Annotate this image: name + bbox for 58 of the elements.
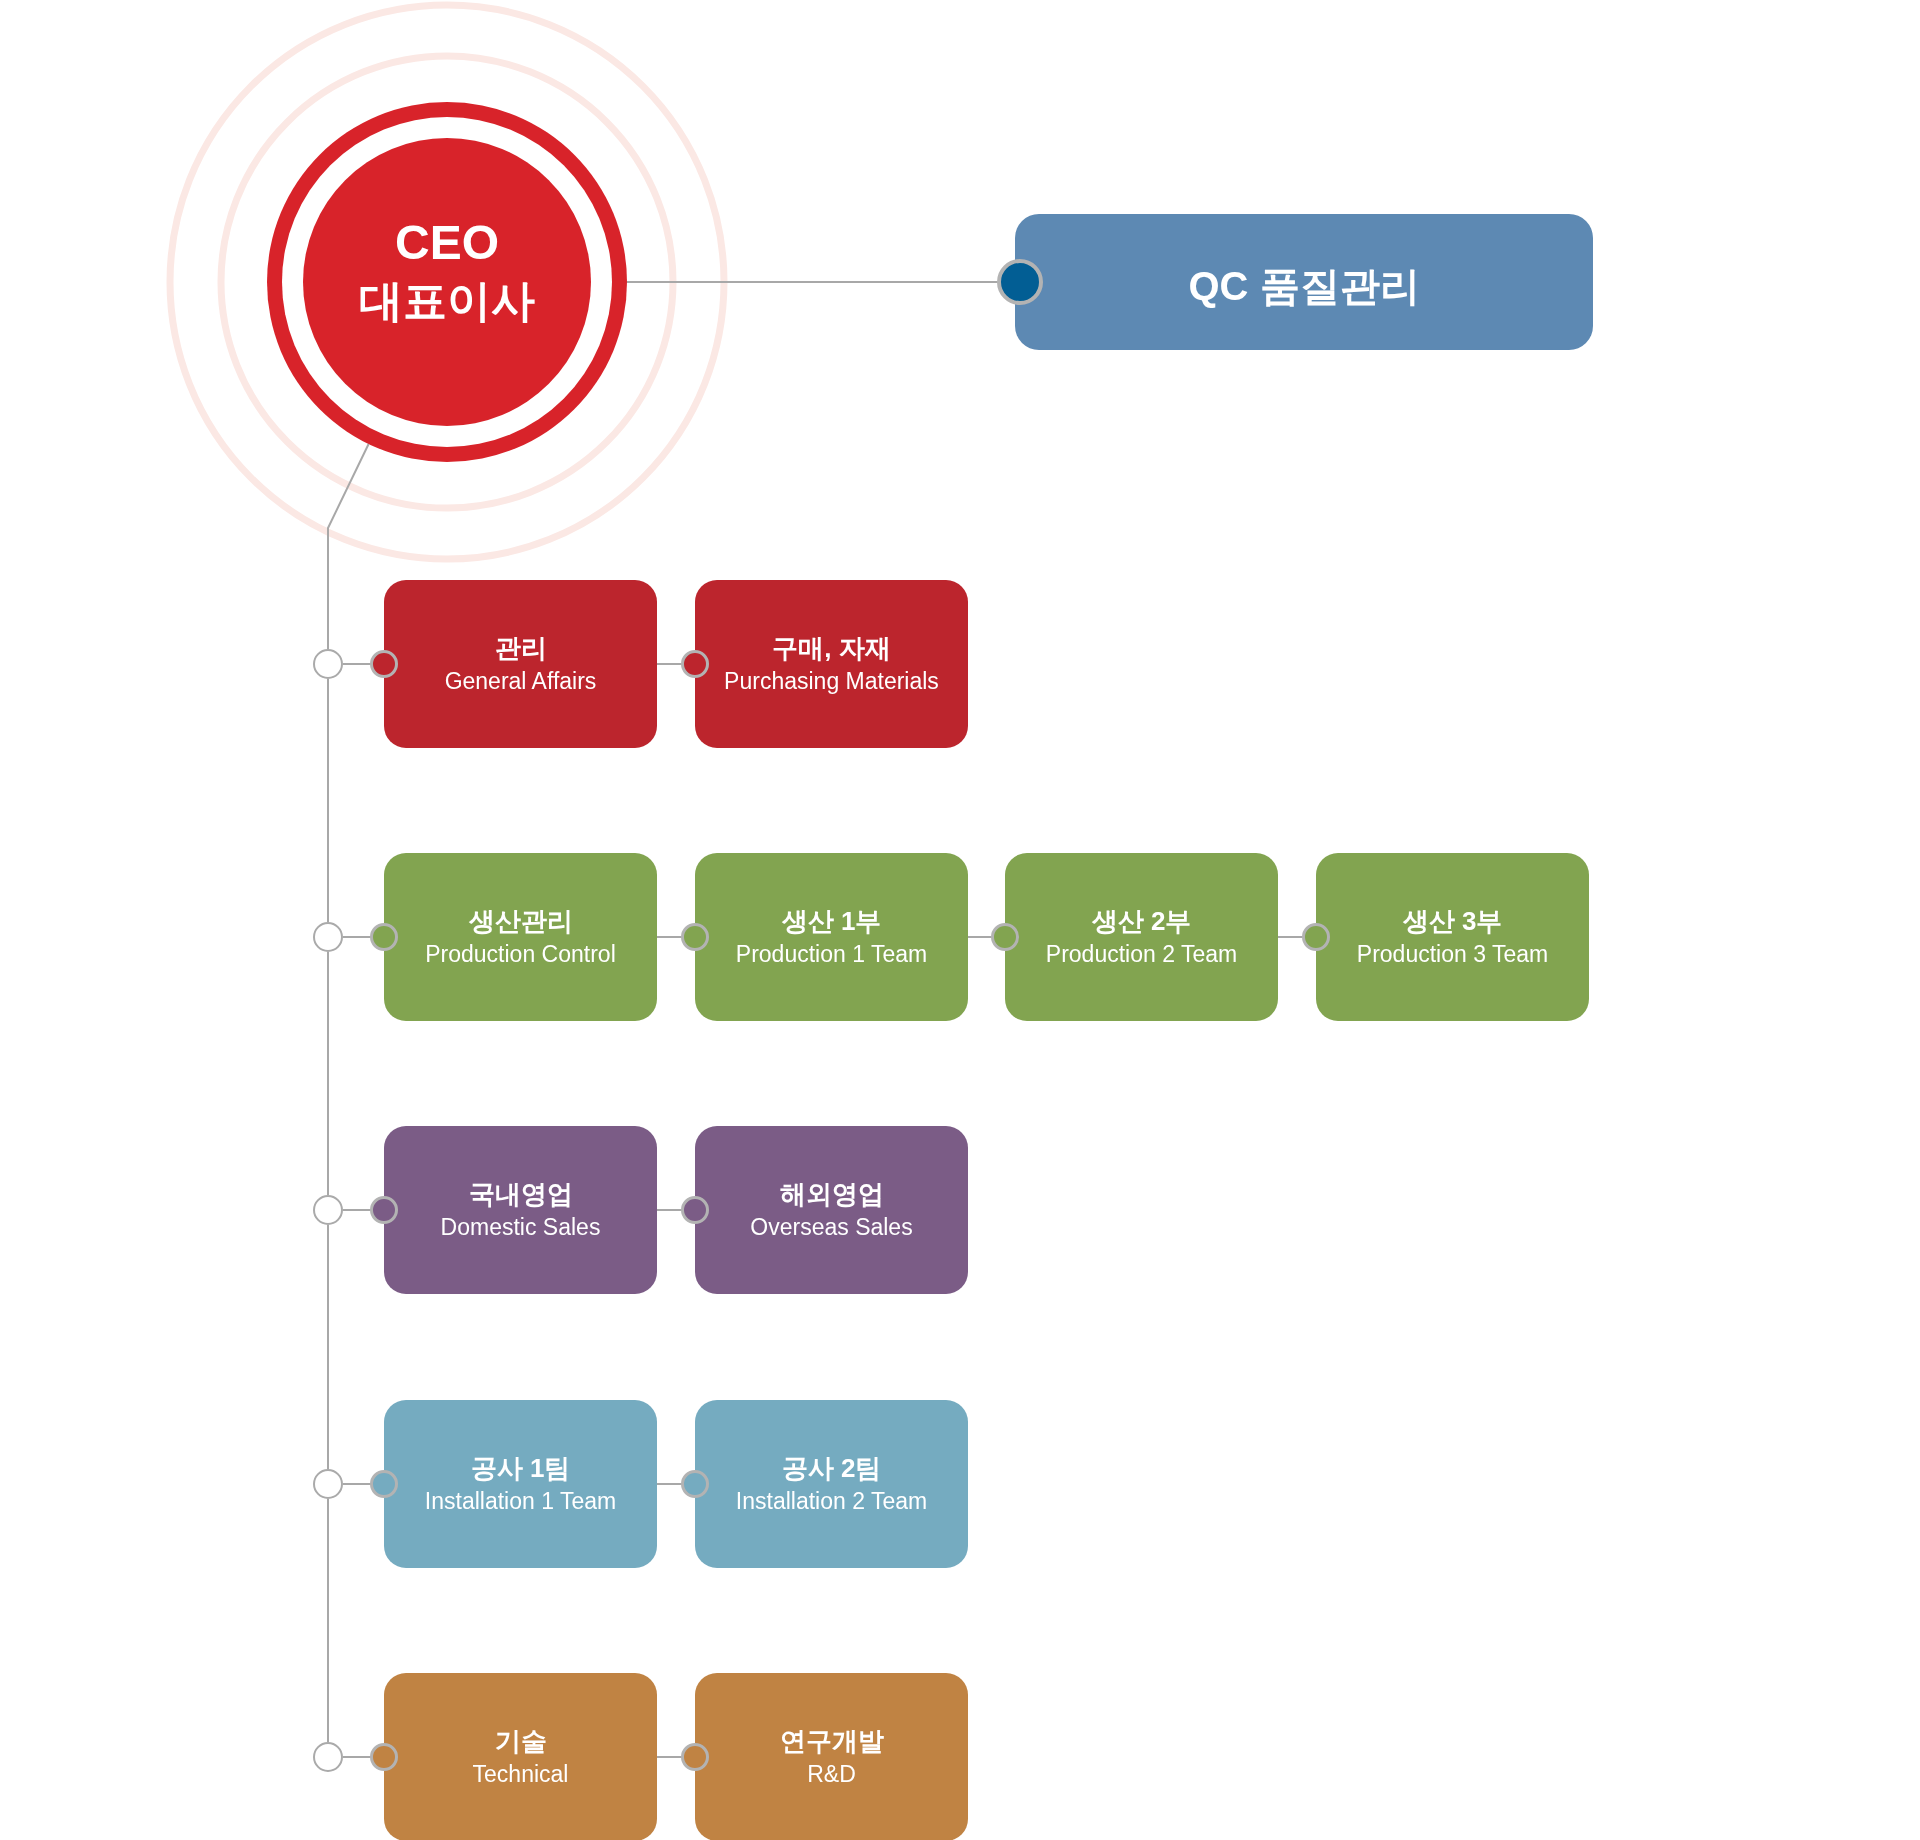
department-box bbox=[695, 1673, 968, 1840]
department-box bbox=[695, 853, 968, 1021]
department-name: 공사 1팀 bbox=[470, 1452, 571, 1485]
department-box bbox=[695, 1126, 968, 1294]
department-name-english: Technical bbox=[472, 1760, 569, 1789]
department-name-english: Overseas Sales bbox=[750, 1213, 913, 1242]
ceo-title-korean: 대표이사 bbox=[359, 275, 535, 327]
department-name-english: General Affairs bbox=[444, 667, 597, 696]
department-name-english: Production 1 Team bbox=[735, 940, 928, 969]
department-box bbox=[384, 1673, 657, 1840]
connector-line bbox=[327, 1498, 329, 1743]
connector-line bbox=[656, 1470, 709, 1498]
department-name: 연구개발 bbox=[779, 1725, 884, 1758]
department-box bbox=[695, 580, 968, 748]
department-name-english: Installation 1 Team bbox=[424, 1487, 617, 1516]
department-box bbox=[1316, 853, 1589, 1021]
department-name-english: Installation 2 Team bbox=[735, 1487, 928, 1516]
department-name: 해외영업 bbox=[779, 1178, 884, 1211]
connector-line bbox=[656, 1743, 709, 1771]
connector-line bbox=[342, 1196, 398, 1224]
department-box bbox=[384, 853, 657, 1021]
department-name: 공사 2팀 bbox=[781, 1452, 882, 1485]
department-box bbox=[1015, 214, 1593, 350]
department-name: QC 품질관리 bbox=[1188, 263, 1420, 310]
department-name-english: Production 3 Team bbox=[1356, 940, 1549, 969]
ceo-title: CEO bbox=[395, 215, 499, 271]
department-box bbox=[1005, 853, 1278, 1021]
department-box bbox=[695, 1400, 968, 1568]
connector-line bbox=[327, 443, 370, 650]
department-name-english: Production Control bbox=[425, 940, 616, 969]
department-name: 생산 1부 bbox=[781, 905, 882, 938]
connector-line bbox=[327, 678, 329, 923]
connector-line bbox=[967, 923, 1019, 951]
connector-line bbox=[327, 951, 329, 1196]
connector-line bbox=[656, 650, 709, 678]
connector-line bbox=[342, 923, 398, 951]
connector-line bbox=[656, 923, 709, 951]
department-name: 국내영업 bbox=[468, 1178, 573, 1211]
department-name: 관리 bbox=[494, 632, 547, 665]
department-name: 생산관리 bbox=[468, 905, 573, 938]
department-name: 구매, 자재 bbox=[772, 632, 891, 665]
department-name-english: R&D bbox=[807, 1760, 856, 1789]
connector-line bbox=[626, 259, 1043, 305]
department-name: 생산 2부 bbox=[1091, 905, 1192, 938]
connector-line bbox=[342, 1743, 398, 1771]
department-name-english: Purchasing Materials bbox=[724, 667, 939, 696]
department-box bbox=[384, 1400, 657, 1568]
department-box bbox=[384, 580, 657, 748]
department-name-english: Domestic Sales bbox=[440, 1213, 601, 1242]
connector-line bbox=[656, 1196, 709, 1224]
connector-line bbox=[342, 1470, 398, 1498]
department-name: 기술 bbox=[494, 1725, 547, 1758]
department-box bbox=[384, 1126, 657, 1294]
department-name: 생산 3부 bbox=[1402, 905, 1503, 938]
connector-line bbox=[1277, 923, 1330, 951]
connector-line bbox=[342, 650, 398, 678]
department-name-english: Production 2 Team bbox=[1045, 940, 1238, 969]
connector-line bbox=[327, 1224, 329, 1470]
